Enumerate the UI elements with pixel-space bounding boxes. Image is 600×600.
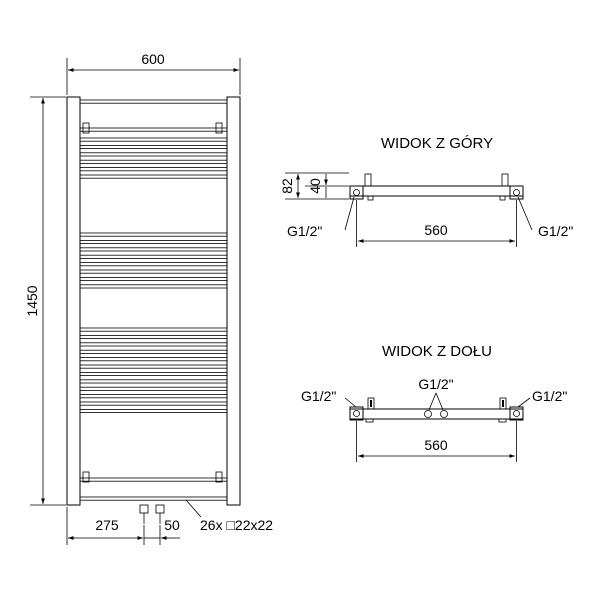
horizontal-bar — [79, 284, 228, 289]
offset-dim-label: 275 — [95, 517, 119, 533]
horizontal-bar — [79, 174, 228, 179]
bottom-bar — [79, 477, 228, 482]
horizontal-bar — [79, 327, 228, 332]
horizontal-bar — [79, 364, 228, 369]
horizontal-bar — [79, 394, 228, 399]
front-view: 600 1450 275 50 26x □22x22 — [24, 51, 273, 545]
width-dim-label: 600 — [141, 51, 165, 67]
horizontal-bar — [79, 401, 228, 406]
top-connector-left: G1/2" — [287, 223, 322, 239]
horizontal-bar — [79, 342, 228, 347]
horizontal-bar — [79, 159, 228, 164]
horizontal-bar — [79, 239, 228, 244]
horizontal-bar — [79, 379, 228, 384]
top-spacing-label: 560 — [424, 222, 448, 238]
horizontal-bar — [79, 254, 228, 259]
horizontal-bar — [79, 167, 228, 172]
bottom-view: WIDOK Z DOŁU G1/2" G1/2" G1/2" 560 — [301, 343, 567, 462]
bottom-view-title: WIDOK Z DOŁU — [382, 343, 492, 360]
top-connector-right: G1/2" — [538, 223, 573, 239]
horizontal-bars — [79, 99, 228, 501]
bottom-connectors — [139, 504, 165, 524]
top-right-bracket — [215, 122, 223, 134]
middle-connector-right — [440, 410, 448, 418]
horizontal-bar — [79, 349, 228, 354]
bottom-right-block — [509, 406, 524, 421]
width-dimension: 600 — [66, 51, 241, 95]
lowest-bar — [79, 496, 228, 501]
horizontal-bar — [79, 269, 228, 274]
top-view-title: WIDOK Z GÓRY — [381, 135, 493, 152]
bottom-connector-right: G1/2" — [532, 388, 567, 404]
height-dimension: 1450 — [24, 96, 66, 506]
horizontal-bar — [79, 371, 228, 376]
horizontal-bar — [79, 232, 228, 237]
top-left-block — [349, 185, 364, 200]
horizontal-bar — [79, 386, 228, 391]
bars-note: 26x □22x22 — [185, 499, 273, 533]
horizontal-bar — [79, 262, 228, 267]
horizontal-bar — [79, 357, 228, 362]
top-left-bracket — [82, 122, 90, 134]
horizontal-bar — [79, 334, 228, 339]
top-right-block — [509, 185, 524, 200]
middle-connector-left — [424, 410, 432, 418]
depth-dim-label: 82 — [279, 178, 295, 194]
horizontal-bar — [79, 276, 228, 281]
bottom-connector-left: G1/2" — [301, 388, 336, 404]
horizontal-bar — [79, 152, 228, 157]
bottom-connector-middle: G1/2" — [418, 376, 453, 392]
bottom-right-bracket — [215, 471, 223, 483]
height-dim-label: 1450 — [24, 285, 40, 316]
spacing-dim-label: 50 — [164, 517, 180, 533]
left-collector — [66, 96, 81, 506]
axis-dim-label: 40 — [307, 178, 323, 194]
upper-bar — [79, 127, 228, 132]
bottom-left-bracket — [82, 471, 90, 483]
horizontal-bar — [79, 137, 228, 142]
top-bar — [79, 99, 228, 104]
bottom-dimensions: 275 50 — [66, 507, 180, 545]
top-view: WIDOK Z GÓRY 82 40 G1/2" G1/2" 560 — [279, 135, 573, 247]
horizontal-bar — [79, 408, 228, 413]
bars-note-label: 26x □22x22 — [200, 517, 273, 533]
bottom-left-block — [349, 406, 364, 421]
bottom-spacing-label: 560 — [424, 437, 448, 453]
horizontal-bar — [79, 247, 228, 252]
right-collector — [226, 96, 241, 506]
horizontal-bar — [79, 144, 228, 149]
